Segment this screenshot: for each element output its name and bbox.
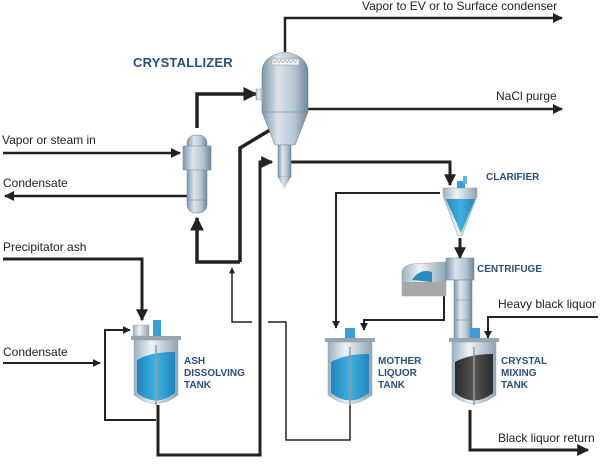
mother-liquor-tank [325,328,375,405]
ash-tank-label: ASH DISSOLVING TANK [184,356,245,392]
crystal-mixing-tank [449,328,499,405]
stream-vapor-in-label: Vapor or steam in [2,133,96,147]
ash-tank-label-line2: DISSOLVING [184,368,245,379]
crystal-tank-label-line1: CRYSTAL [501,356,548,367]
line-mother-return-2 [229,267,252,323]
stream-vapor-out-label: Vapor to EV or to Surface condenser [362,0,558,13]
line-precipitator-ash [3,257,148,322]
ash-dissolving-tank [131,320,181,405]
stream-condensate-out-label: Condensate [3,176,68,190]
line-cone-recirc [238,128,271,262]
crystal-tank-label: CRYSTAL MIXING TANK [501,356,547,392]
crystal-tank-label-line2: MIXING [501,368,537,379]
stream-precipitator-ash-label: Precipitator ash [3,240,87,254]
line-ash-recirc [104,326,156,421]
mother-tank-label: MOTHER LIQUOR TANK [378,356,421,392]
mother-tank-label-line1: MOTHER [378,356,422,367]
crystal-tank-label-line3: TANK [501,380,529,391]
stream-black-liquor-return-label: Black liquor return [498,431,595,445]
line-clarifier-overflow [332,192,440,329]
ash-tank-label-line3: TANK [184,380,212,391]
heater-vessel [182,134,212,214]
stream-heavy-black-liquor-label: Heavy black liquor [498,297,597,311]
line-vapor-out [283,13,563,52]
centrifuge-unit [401,257,475,341]
mother-tank-label-line2: LIQUOR [378,368,417,379]
stream-nacl-purge-label: NaCl purge [496,89,557,103]
line-heater-to-crystallizer [195,87,258,128]
stream-condensate-in-label: Condensate [3,345,68,359]
mother-tank-label-line3: TANK [378,380,406,391]
line-centrifuge-to-mother [360,278,445,331]
line-heater-return [190,216,240,264]
clarifier-label: CLARIFIER [486,172,540,183]
line-to-clarifier [290,160,456,187]
line-heavy-black-liquor [484,316,598,339]
line-black-liquor-return [468,410,590,456]
line-feed-to-crystallizer [156,156,274,457]
crystallizer-vessel [255,51,309,189]
ash-tank-label-line1: ASH [184,356,206,367]
line-mother-return [268,321,351,441]
clarifier-vessel [442,176,478,237]
crystallizer-label: CRYSTALLIZER [133,55,233,70]
centrifuge-label: CENTRIFUGE [477,264,542,275]
